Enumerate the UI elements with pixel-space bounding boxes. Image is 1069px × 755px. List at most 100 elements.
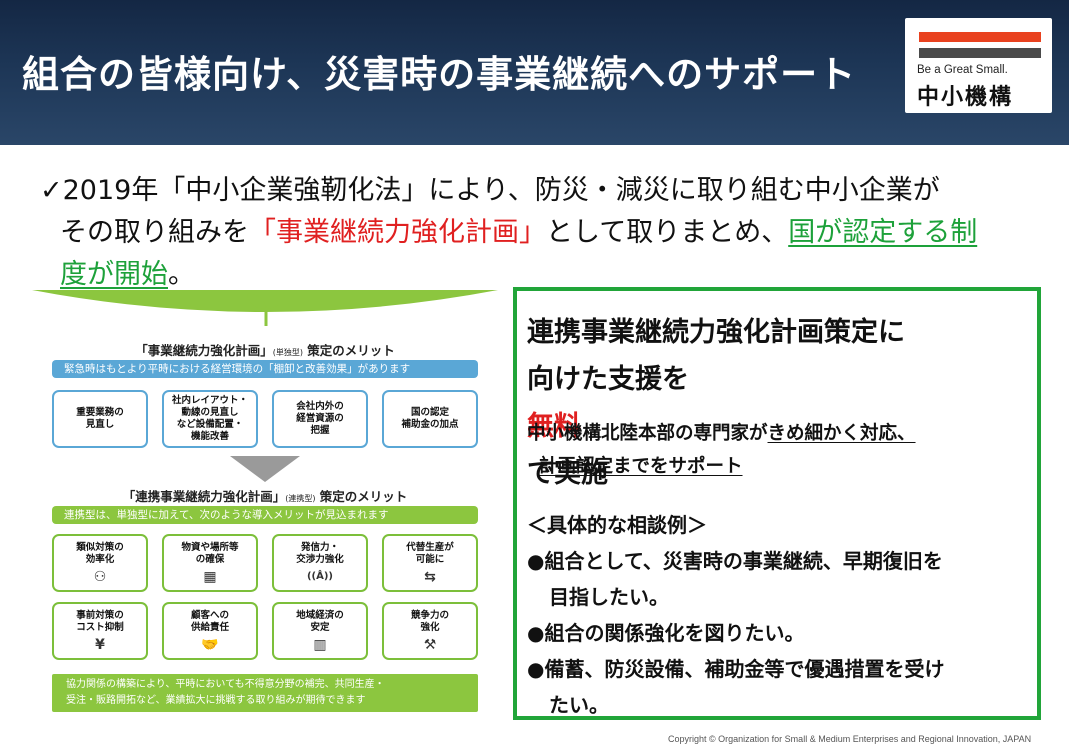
down-arrow-icon (230, 456, 300, 482)
linked-plan-band: 連携型は、単独型に加えて、次のような導入メリットが見込まれます (52, 506, 478, 524)
yen-coin-icon: ¥ (95, 637, 105, 653)
card-text: 競争力の (410, 610, 449, 621)
sprout-icon (247, 293, 285, 326)
swap-arrows-icon: ⇆ (424, 569, 436, 585)
merit-card-important-work: 重要業務の 見直し (52, 390, 148, 448)
linked-plan-type: (連携型) (285, 494, 316, 503)
linked-plan-suffix: 策定のメリット (315, 489, 408, 504)
single-plan-heading: 「事業継続力強化計画」(単独型) 策定のメリット (32, 340, 498, 359)
card-text: 重要業務の (76, 407, 124, 418)
card-text: 地域経済の (296, 610, 344, 621)
page-title: 組合の皆様向け、災害時の事業継続へのサポート (22, 53, 857, 96)
linked-plan-footer-band: 協力関係の構築により、平時においても不得意分野の補完、共同生産・ 受注・販路開拓… (52, 674, 478, 712)
example-item-1-cont: 目指したい。 (549, 585, 669, 609)
merit-card-cost: 事前対策の コスト抑制 ¥ (52, 602, 148, 660)
linked-plan-heading: 「連携事業継続力強化計画」(連携型) 策定のメリット (32, 486, 498, 505)
single-plan-suffix: 策定のメリット (302, 343, 395, 358)
examples-heading: ＜具体的な相談例＞ (527, 513, 707, 537)
single-plan-type: (単独型) (272, 348, 303, 357)
example-item-3-cont: たい。 (549, 693, 609, 717)
merits-figure: 「事業継続力強化計画」(単独型) 策定のメリット 緊急時はもとより平時における経… (32, 288, 498, 713)
logo-tagline: Be a Great Small. (917, 64, 1008, 76)
merit-card-competitiveness: 競争力の 強化 ⚒ (382, 602, 478, 660)
merit-card-layout: 社内レイアウト・ 動線の見直し など設備配置・ 機能改善 (162, 390, 258, 448)
single-plan-band: 緊急時はもとより平時における経営環境の「棚卸と改善効果」があります (52, 360, 478, 378)
footer-band-line-1: 協力関係の構築により、平時においても不得意分野の補完、共同生産・ (66, 679, 385, 690)
merit-card-regional-economy: 地域経済の 安定 ▥ (272, 602, 368, 660)
card-text: 見直し (85, 419, 115, 430)
card-text: 安定 (310, 622, 330, 633)
intro-paragraph: ✓2019年「中小企業強靭化法」により、防災・減災に取り組む中小企業が その取り… (40, 170, 1040, 296)
linked-plan-title: 「連携事業継続力強化計画」 (122, 489, 286, 504)
logo-stripe-orange (919, 32, 1041, 42)
intro-text: その取り組みを (60, 217, 249, 248)
card-text: など設備配置・ (176, 419, 244, 430)
card-text: 機能改善 (190, 431, 229, 442)
description-line-1: 中小機構北陸本部の専門家がきめ細かく対応、 (527, 417, 916, 450)
copyright-notice: Copyright © Organization for Small & Med… (668, 734, 1032, 744)
support-box-description: 中小機構北陸本部の専門家がきめ細かく対応、 計画認定までをサポート (527, 417, 916, 483)
certification-highlight-cont: 度が開始 (60, 259, 168, 290)
card-text: 交渉力強化 (296, 554, 344, 565)
card-text: 会社内外の (296, 401, 344, 412)
support-title-text: で実施 (527, 458, 608, 489)
boxes-icon: ▦ (203, 569, 217, 585)
card-text: 強化 (420, 622, 440, 633)
organization-logo: Be a Great Small. 中小機構 (905, 18, 1052, 113)
description-underlined: きめ細かく対応、 (767, 423, 916, 444)
handshake-icon: 🤝 (201, 637, 219, 653)
people-icon: ⚇ (93, 569, 107, 585)
card-text: コスト抑制 (76, 622, 124, 633)
card-text: 類似対策の (76, 542, 124, 553)
card-text: の確保 (195, 554, 225, 565)
intro-line-2: その取り組みを「事業継続力強化計画」として取りまとめ、国が認定する制 (40, 212, 1040, 254)
building-icon: ▥ (313, 637, 327, 653)
card-text: 把握 (310, 425, 330, 436)
support-title-line-1: 連携事業継続力強化計画策定に (527, 317, 905, 348)
intro-line-1: ✓2019年「中小企業強靭化法」により、防災・減災に取り組む中小企業が (40, 175, 940, 206)
card-text: 顧客への (190, 610, 229, 621)
support-title-line-2: 向けた支援を無料で実施 (527, 356, 905, 497)
header-banner: 組合の皆様向け、災害時の事業継続へのサポート Be a Great Small.… (0, 0, 1069, 145)
card-text: 発信力・ (300, 542, 339, 553)
intro-text: 。 (168, 259, 195, 290)
intro-line-3: 度が開始。 (40, 254, 1040, 296)
example-item-2: ●組合の関係強化を図りたい。 (527, 621, 805, 645)
merit-card-supply-duty: 顧客への 供給責任 🤝 (162, 602, 258, 660)
card-text: 社内レイアウト・ (171, 395, 248, 406)
antenna-icon: ((Å)) (306, 571, 334, 582)
green-arc-decoration (32, 290, 498, 312)
single-plan-title: 「事業継続力強化計画」 (135, 343, 273, 358)
intro-text: として取りまとめ、 (546, 217, 789, 248)
card-text: 供給責任 (190, 622, 229, 633)
merit-card-subsidy: 国の認定 補助金の加点 (382, 390, 478, 448)
consultation-examples: ＜具体的な相談例＞ ●組合として、災害時の事業継続、早期復旧を 目指したい。 ●… (527, 507, 944, 723)
certification-highlight: 国が認定する制 (788, 217, 978, 248)
card-text: 国の認定 (410, 407, 449, 418)
card-text: 動線の見直し (181, 407, 239, 418)
example-item-1: ●組合として、災害時の事業継続、早期復旧を (527, 549, 943, 573)
support-box-title: 連携事業継続力強化計画策定に 向けた支援を無料で実施 (527, 309, 905, 497)
card-text: 経営資源の (296, 413, 344, 424)
plan-name-highlight: 「事業継続力強化計画」 (249, 217, 546, 248)
merit-card-efficiency: 類似対策の 効率化 ⚇ (52, 534, 148, 592)
free-highlight: 無料 (527, 411, 581, 442)
support-box: 連携事業継続力強化計画策定に 向けた支援を無料で実施 中小機構北陸本部の専門家が… (513, 287, 1041, 720)
logo-stripe-gray (919, 48, 1041, 58)
card-text: 代替生産が (406, 542, 454, 553)
card-text: 物資や場所等 (181, 542, 239, 553)
worker-icon: ⚒ (423, 637, 437, 653)
example-item-3: ●備蓄、防災設備、補助金等で優遇措置を受け (527, 657, 945, 681)
merit-card-resources: 会社内外の 経営資源の 把握 (272, 390, 368, 448)
support-title-text: 向けた支援を (527, 364, 689, 395)
card-text: 効率化 (85, 554, 115, 565)
description-line-2: 計画認定までをサポート (539, 456, 743, 477)
logo-name: 中小機構 (917, 85, 1014, 110)
description-text: 中小機構北陸本部の専門家が (527, 423, 768, 444)
merit-card-supplies: 物資や場所等 の確保 ▦ (162, 534, 258, 592)
merit-card-alt-production: 代替生産が 可能に ⇆ (382, 534, 478, 592)
card-text: 事前対策の (76, 610, 124, 621)
merit-card-negotiation: 発信力・ 交渉力強化 ((Å)) (272, 534, 368, 592)
card-text: 可能に (415, 554, 445, 565)
card-text: 補助金の加点 (401, 419, 459, 430)
